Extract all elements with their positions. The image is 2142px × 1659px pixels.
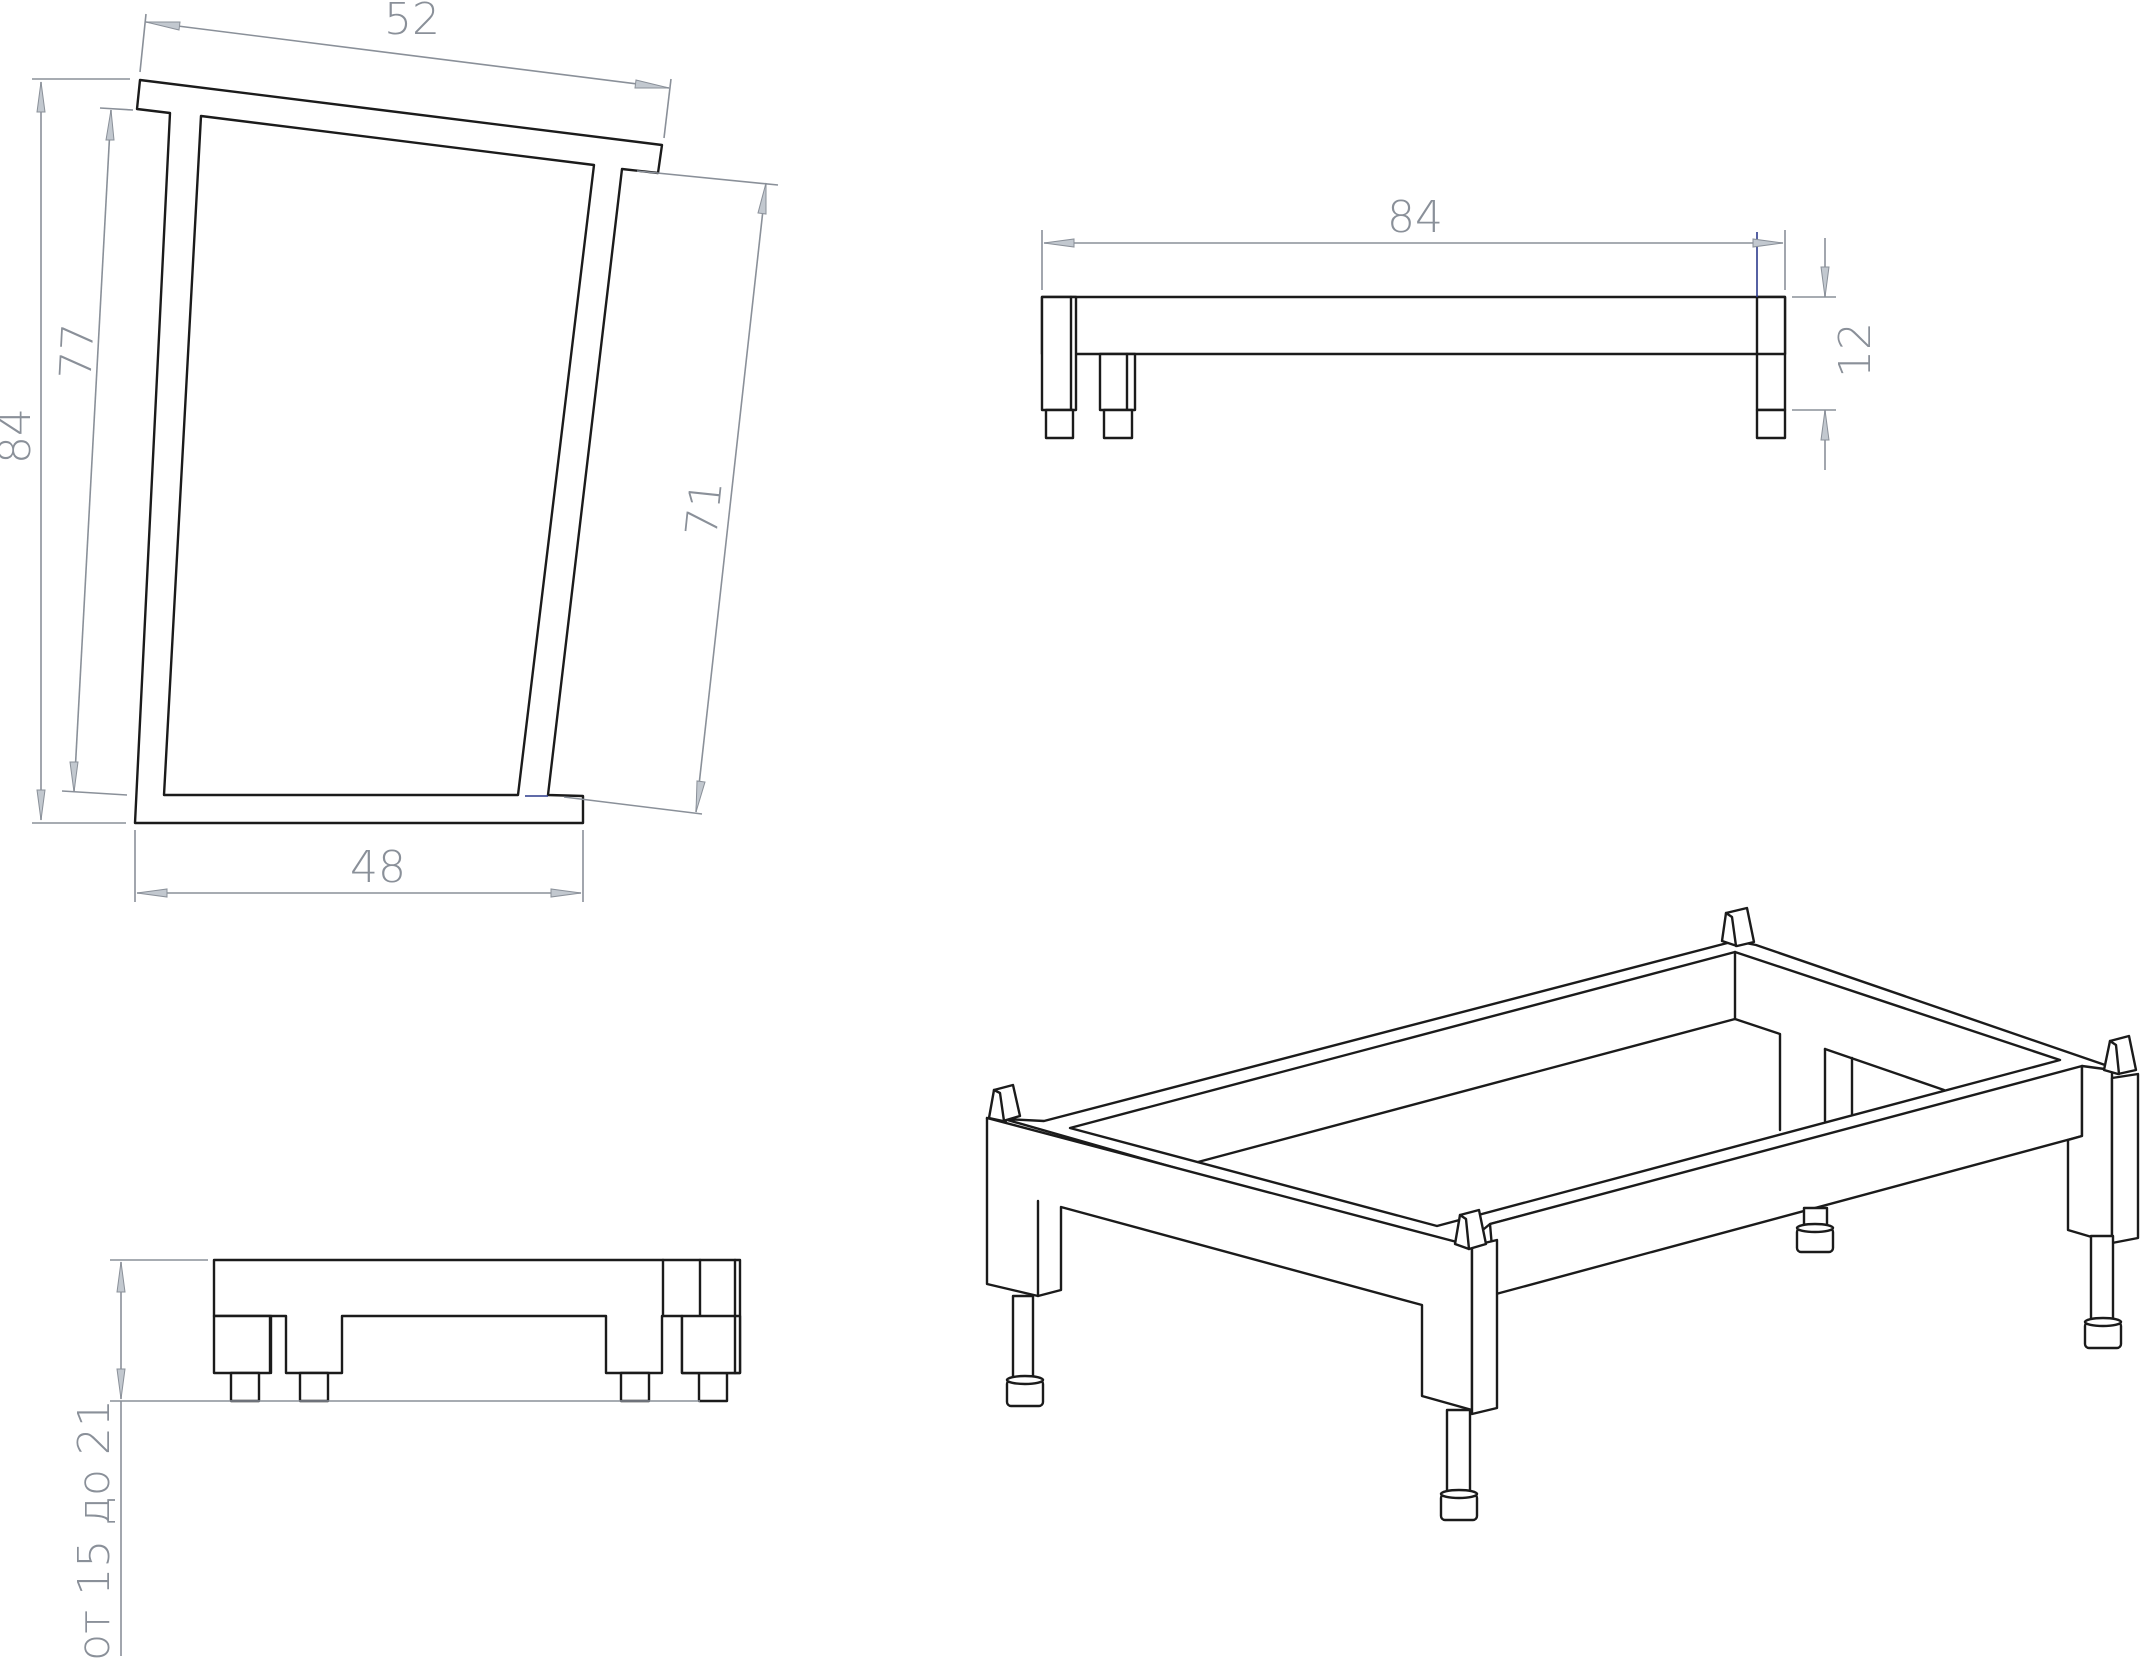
side-view-foot-3 (619, 1371, 651, 1403)
dimension-outer-height: 84 (0, 78, 130, 824)
side-view (212, 1258, 742, 1403)
top-view (133, 78, 664, 825)
front-view-mid-post (1098, 352, 1137, 412)
label-frame-height: 12 (1830, 322, 1881, 378)
dimension-leg-height: от 15 до 21 (69, 1259, 700, 1659)
dimension-inner-height: 77 (51, 107, 134, 796)
iso-leg-front (1445, 1408, 1472, 1496)
iso-leg-left (1011, 1294, 1035, 1382)
iso-foot-right (2083, 1316, 2123, 1350)
label-leg-height: от 15 до 21 (69, 1399, 120, 1659)
side-view-foot-2 (298, 1371, 330, 1403)
label-right-height: 71 (676, 478, 733, 539)
dimension-top-width: 52 (139, 0, 672, 139)
front-view-right-foot (1755, 408, 1787, 440)
side-view-foot-1 (229, 1371, 261, 1403)
front-view-left-foot (1044, 408, 1075, 440)
iso-foot-front (1439, 1488, 1479, 1522)
iso-corner-post-right (2110, 1072, 2140, 1245)
iso-clip-right (2102, 1034, 2138, 1076)
side-view-body (212, 1258, 742, 1375)
isometric-view (985, 906, 2140, 1522)
label-inner-height: 77 (51, 322, 105, 381)
top-view-frame-outline (133, 78, 664, 825)
iso-clip-left (987, 1083, 1022, 1123)
dimension-frame-height: 12 (1792, 238, 1881, 470)
dimension-right-height: 71 (563, 170, 779, 815)
iso-clip-back (1720, 906, 1756, 948)
iso-corner-post-front (1470, 1238, 1499, 1416)
dimension-length: 84 (1041, 192, 1786, 290)
front-view-rail (1040, 295, 1787, 356)
iso-clip-front (1453, 1208, 1488, 1251)
iso-leg-right (2089, 1234, 2115, 1324)
label-length: 84 (1387, 192, 1443, 243)
iso-foot-left (1005, 1374, 1045, 1408)
label-bottom-width: 48 (350, 842, 406, 893)
dimension-bottom-width: 48 (134, 830, 584, 902)
front-view-mid-foot (1102, 408, 1134, 440)
iso-foot-back (1795, 1222, 1835, 1254)
side-view-foot-4 (697, 1371, 729, 1403)
side-view-left-post (212, 1314, 272, 1375)
label-top-width: 52 (384, 0, 440, 45)
top-view-frame-inner (162, 114, 596, 797)
front-view (1040, 295, 1787, 440)
label-outer-height: 84 (0, 408, 41, 464)
